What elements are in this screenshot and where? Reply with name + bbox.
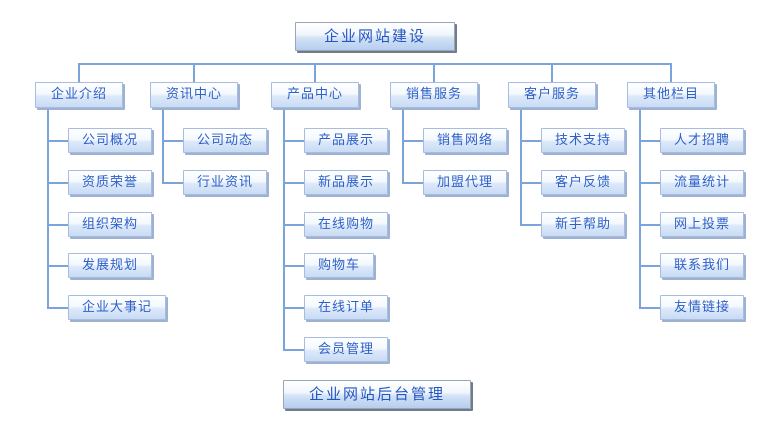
tree-node: 行业资讯 xyxy=(183,170,268,195)
tree-node: 在线订单 xyxy=(304,295,389,320)
tree-node: 在线购物 xyxy=(304,212,389,237)
tree-node: 网上投票 xyxy=(660,212,745,237)
tree-node: 客户反馈 xyxy=(541,170,626,195)
tree-node: 联系我们 xyxy=(660,253,745,278)
tree-node: 资质荣誉 xyxy=(68,170,153,195)
tree-node: 流量统计 xyxy=(660,170,745,195)
tree-node: 发展规划 xyxy=(68,253,153,278)
root-node-website-construction: 企业网站建设 xyxy=(295,22,455,51)
tree-node: 友情链接 xyxy=(660,295,745,320)
tree-node: 人才招聘 xyxy=(660,128,745,153)
tree-node: 公司动态 xyxy=(183,128,268,153)
tree-node: 新品展示 xyxy=(304,170,389,195)
tree-node: 产品展示 xyxy=(304,128,389,153)
tree-node: 购物车 xyxy=(304,253,375,278)
tree-node: 公司概况 xyxy=(68,128,153,153)
tree-node: 加盟代理 xyxy=(423,170,508,195)
section-node-product-center: 产品中心 xyxy=(271,82,359,108)
tree-node: 企业大事记 xyxy=(68,295,167,320)
footer-node-backend-management: 企业网站后台管理 xyxy=(283,380,471,409)
tree-node: 销售网络 xyxy=(423,128,508,153)
section-node-company-intro: 企业介绍 xyxy=(35,82,123,108)
section-node-customer-service: 客户服务 xyxy=(508,82,596,108)
tree-node: 会员管理 xyxy=(304,337,389,362)
tree-node: 技术支持 xyxy=(541,128,626,153)
section-node-news-center: 资讯中心 xyxy=(150,82,238,108)
section-node-sales-service: 销售服务 xyxy=(390,82,478,108)
section-node-other-sections: 其他栏目 xyxy=(627,82,715,108)
tree-node: 组织架构 xyxy=(68,212,153,237)
tree-node: 新手帮助 xyxy=(541,212,626,237)
